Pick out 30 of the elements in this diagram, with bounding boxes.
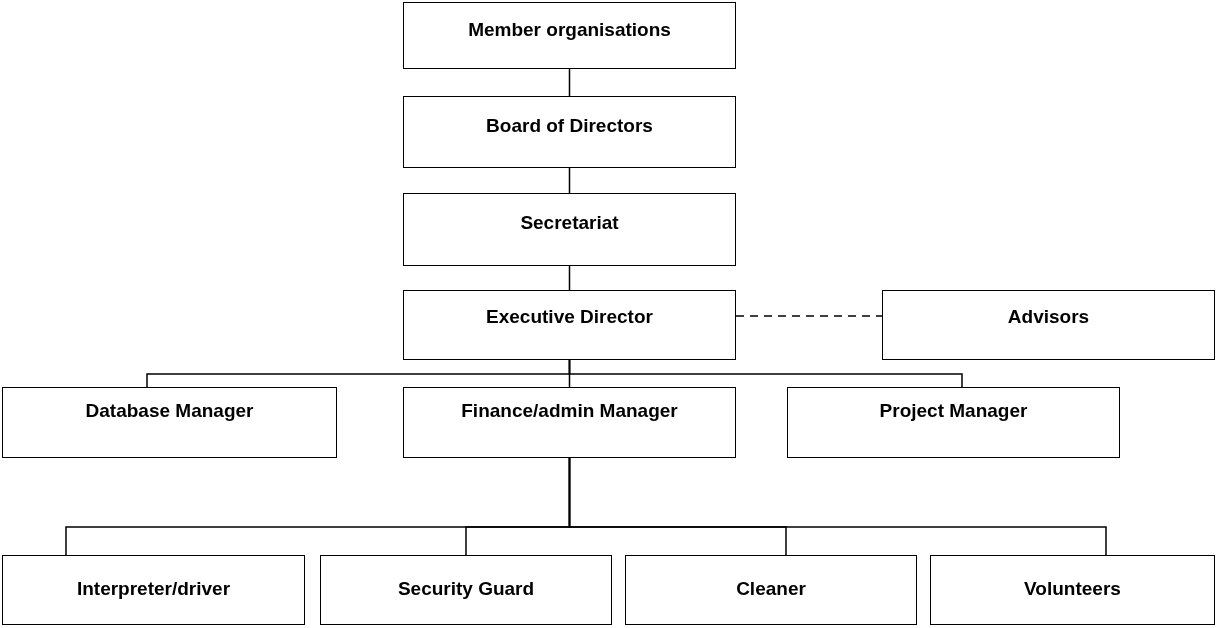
connector-line xyxy=(568,167,571,194)
connector-line xyxy=(568,457,1107,556)
role-label: Security Guard xyxy=(397,577,535,601)
org-box xyxy=(2,555,305,625)
role-label: Finance/admin Manager xyxy=(461,399,678,423)
role-label: Database Manager xyxy=(85,399,254,423)
org-box xyxy=(403,96,736,168)
org-box xyxy=(320,555,612,625)
connector-line xyxy=(568,68,571,97)
role-label: Interpreter/driver xyxy=(76,577,231,601)
role-label: Member organisations xyxy=(468,18,671,42)
org-box xyxy=(403,193,736,266)
role-label: Executive Director xyxy=(486,305,653,329)
role-label: Board of Directors xyxy=(486,114,653,138)
org-box xyxy=(787,387,1120,458)
org-box xyxy=(625,555,917,625)
role-label: Cleaner xyxy=(736,577,806,601)
connector-line xyxy=(568,265,571,291)
role-label: Volunteers xyxy=(1024,577,1121,601)
dashed-connector xyxy=(735,315,883,317)
org-box xyxy=(403,2,736,69)
org-box xyxy=(2,387,337,458)
org-box xyxy=(882,290,1215,360)
org-box xyxy=(930,555,1215,625)
org-box xyxy=(403,387,736,458)
connector-line xyxy=(568,359,963,388)
org-box xyxy=(403,290,736,360)
role-label: Advisors xyxy=(1007,305,1090,329)
role-label: Project Manager xyxy=(879,399,1028,423)
role-label: Secretariat xyxy=(520,211,619,235)
